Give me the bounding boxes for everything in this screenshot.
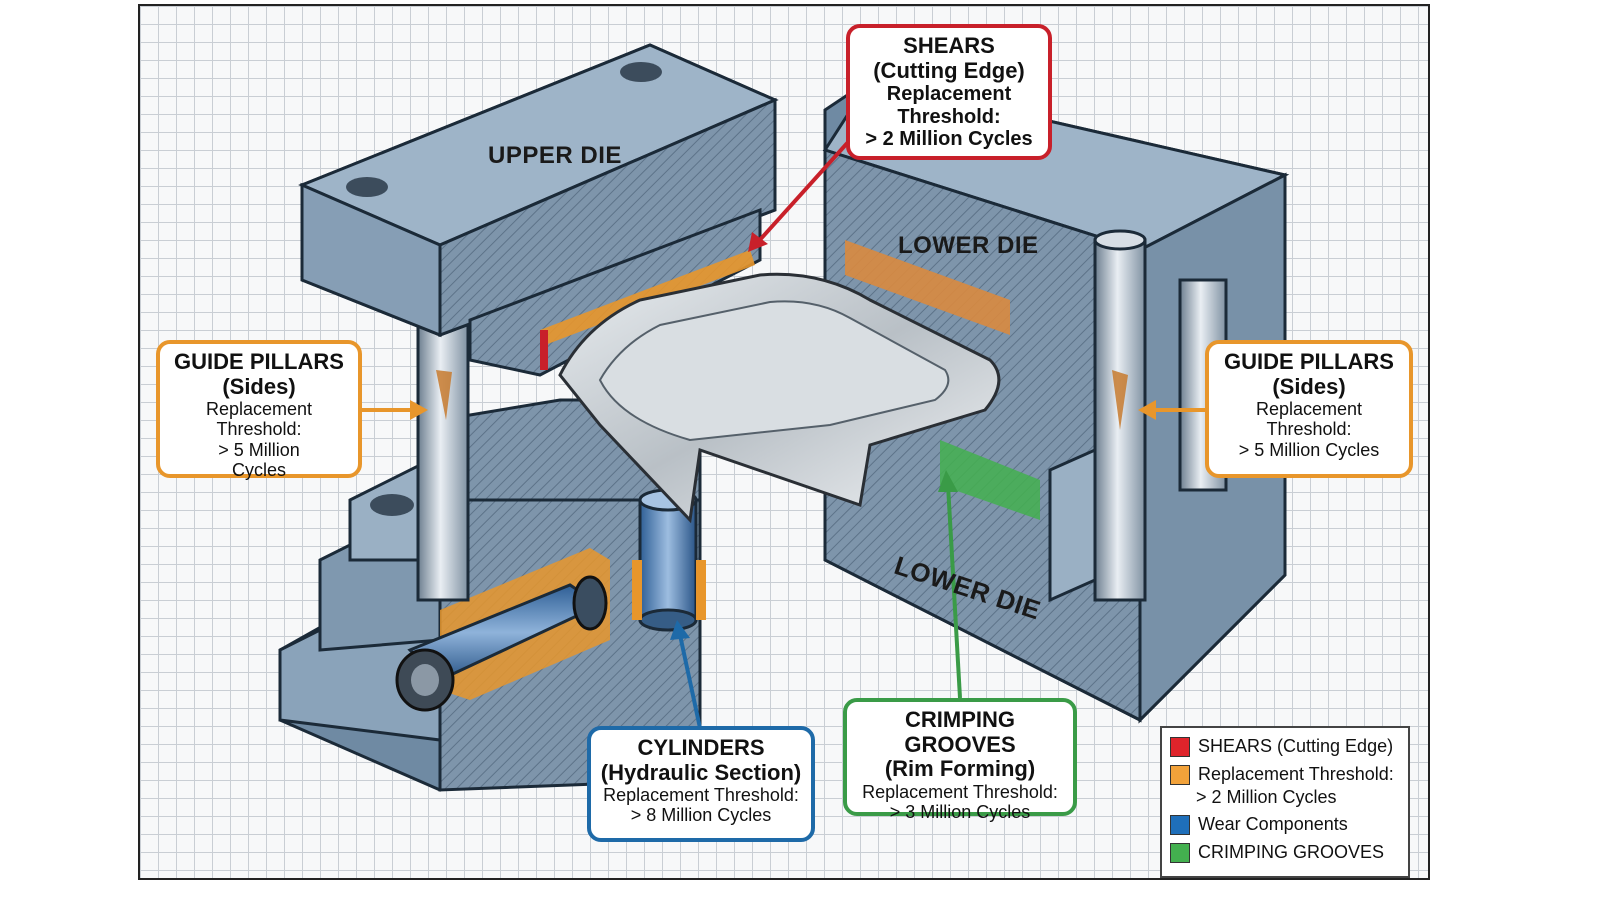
cylinders-line1: Replacement Threshold: bbox=[603, 785, 799, 806]
guide-left-line3: Cycles bbox=[231, 459, 286, 480]
lower-die-label-top: LOWER DIE bbox=[898, 232, 1039, 259]
guide-right-line1: Replacement Threshold: bbox=[1255, 399, 1363, 440]
crimping-line2: > 3 Million Cycles bbox=[889, 802, 1031, 823]
guide-pillars-right-callout: GUIDE PILLARS (Sides) Replacement Thresh… bbox=[1205, 340, 1413, 478]
crimping-title: CRIMPING GROOVES bbox=[904, 707, 1016, 757]
shears-line1: Replacement bbox=[886, 83, 1012, 106]
shears-subtitle: (Cutting Edge) bbox=[873, 57, 1025, 83]
crimping-subtitle: (Rim Forming) bbox=[884, 756, 1036, 782]
right-guide-pillars bbox=[1093, 229, 1228, 602]
aluminum-tray bbox=[558, 272, 1001, 524]
crimping-grooves-callout: CRIMPING GROOVES (Rim Forming) Replaceme… bbox=[843, 698, 1077, 822]
guide-right-line2: > 5 Million Cycles bbox=[1238, 439, 1380, 460]
cylinders-title: CYLINDERS bbox=[637, 735, 765, 760]
hydraulic-cylinders bbox=[395, 488, 706, 712]
legend-swatch-orange bbox=[1170, 764, 1190, 785]
guide-left-line2: > 5 Million bbox=[218, 439, 300, 460]
guide-left-line1: Replacement Threshold: bbox=[205, 399, 313, 440]
legend-swatch-red bbox=[1170, 737, 1190, 757]
legend-swatch-blue bbox=[1170, 815, 1190, 836]
guide-left-subtitle: (Sides) bbox=[222, 373, 296, 399]
legend-item-wear: Wear Components bbox=[1170, 814, 1400, 836]
legend-label-threshold-cont: > 2 Million Cycles bbox=[1196, 787, 1337, 808]
guide-right-title: GUIDE PILLARS bbox=[1224, 349, 1394, 374]
callout-arrows bbox=[362, 138, 1205, 729]
shears-title: SHEARS bbox=[903, 33, 995, 58]
guide-right-subtitle: (Sides) bbox=[1272, 373, 1346, 399]
cylinders-line2: > 8 Million Cycles bbox=[630, 805, 772, 826]
legend-label-crimping: CRIMPING GROOVES bbox=[1198, 841, 1385, 862]
shears-line2: Threshold: bbox=[897, 105, 1001, 128]
legend-label-wear: Wear Components bbox=[1198, 814, 1348, 835]
shears-line3: > 2 Million Cycles bbox=[865, 128, 1033, 151]
crimping-line1: Replacement Threshold: bbox=[862, 781, 1058, 802]
right-lower-die bbox=[822, 78, 1290, 724]
legend-item-crimping: CRIMPING GROOVES bbox=[1170, 842, 1400, 864]
upper-die-label: UPPER DIE bbox=[488, 142, 622, 169]
legend-item-threshold: Replacement Threshold: bbox=[1170, 764, 1400, 786]
upper-die bbox=[298, 43, 779, 377]
legend-label-shears: SHEARS (Cutting Edge) bbox=[1198, 736, 1394, 756]
guide-pillars-left-callout: GUIDE PILLARS (Sides) Replacement Thresh… bbox=[156, 340, 362, 480]
shears-callout: SHEARS (Cutting Edge) Replacement Thresh… bbox=[846, 24, 1052, 160]
guide-left-title: GUIDE PILLARS bbox=[174, 349, 344, 374]
cylinders-subtitle: (Hydraulic Section) bbox=[600, 759, 802, 785]
legend-item-shears: SHEARS (Cutting Edge) bbox=[1170, 736, 1400, 758]
cylinders-callout: CYLINDERS (Hydraulic Section) Replacemen… bbox=[587, 726, 815, 842]
legend-swatch-green bbox=[1170, 842, 1190, 863]
legend-label-threshold: Replacement Threshold: bbox=[1198, 763, 1394, 784]
legend: SHEARS (Cutting Edge) Replacement Thresh… bbox=[1160, 726, 1410, 878]
